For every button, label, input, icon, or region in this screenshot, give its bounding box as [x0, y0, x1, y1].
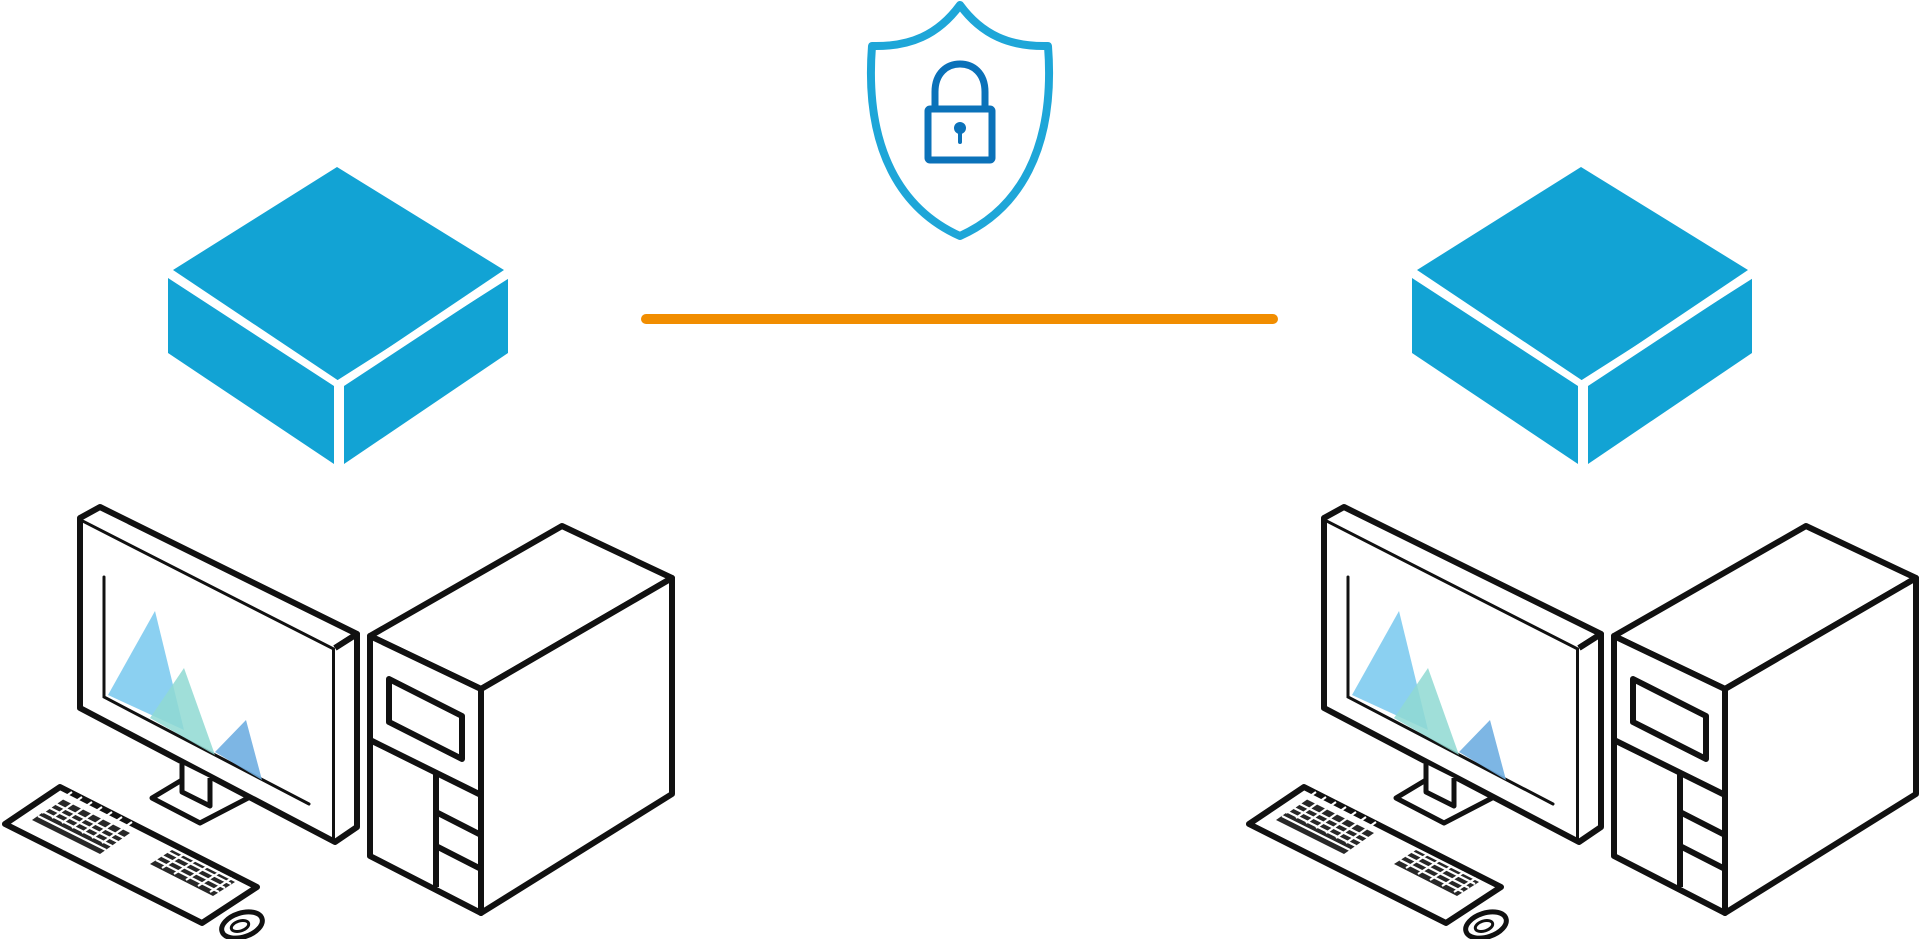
right-box-icon: [1412, 167, 1754, 468]
left-node: [5, 167, 672, 939]
left-box-icon: [168, 167, 510, 468]
shield-lock-icon: [867, 1, 1053, 240]
right-node: [1249, 167, 1916, 939]
left-desktop-computer-icon: [5, 507, 672, 939]
right-desktop-computer-icon: [1249, 507, 1916, 939]
